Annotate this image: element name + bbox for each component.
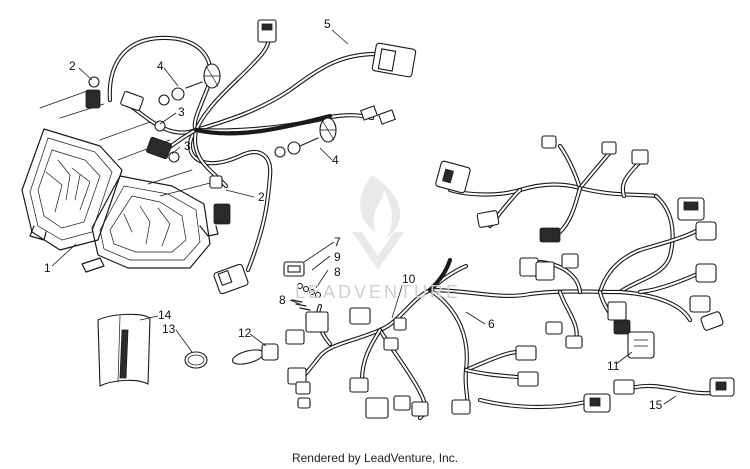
callout-1: 1: [44, 261, 51, 275]
callout-8-lower: 8: [279, 293, 286, 307]
callout-8-upper: 8: [334, 265, 341, 279]
bulb-assembly-lower: [274, 117, 337, 158]
callout-4-lower: 4: [332, 153, 339, 167]
protective-sleeve: [97, 313, 151, 387]
callout-2-lower: 2: [258, 190, 265, 204]
footer-credit: Rendered by LeadVenture, Inc.: [291, 451, 459, 465]
main-harness-connectors: [435, 135, 724, 349]
alignment-lines: [39, 89, 215, 197]
connector-kit: [283, 261, 322, 311]
headlight-rear: [21, 128, 123, 251]
watermark-logo: [352, 175, 404, 270]
bulb-sockets: [85, 76, 231, 225]
lower-harness-connectors: [285, 307, 611, 419]
callout-7: 7: [334, 235, 341, 249]
clamp-ring: [184, 351, 208, 369]
callout-13: 13: [162, 322, 176, 336]
callout-9: 9: [334, 250, 341, 264]
plug-bulb: [231, 343, 279, 365]
callout-3-upper: 3: [178, 105, 185, 119]
harness-main-connector: [213, 19, 417, 295]
callout-5: 5: [324, 17, 331, 31]
relay: [627, 331, 655, 359]
callout-3-lower: 3: [184, 139, 191, 153]
callout-2-upper: 2: [69, 59, 76, 73]
callout-12: 12: [238, 326, 252, 340]
watermark-text: LEADVENTURE: [294, 282, 462, 302]
extension-harness: [613, 377, 735, 397]
callout-11: 11: [607, 359, 620, 373]
bulb-assembly-upper: [158, 63, 221, 106]
callout-4-upper: 4: [157, 59, 164, 73]
callout-6: 6: [488, 317, 495, 331]
headlight-front: [81, 175, 219, 273]
callout-leaders: [51, 29, 677, 405]
callout-15: 15: [649, 398, 663, 412]
callout-10: 10: [402, 272, 416, 286]
callout-14: 14: [158, 308, 172, 322]
